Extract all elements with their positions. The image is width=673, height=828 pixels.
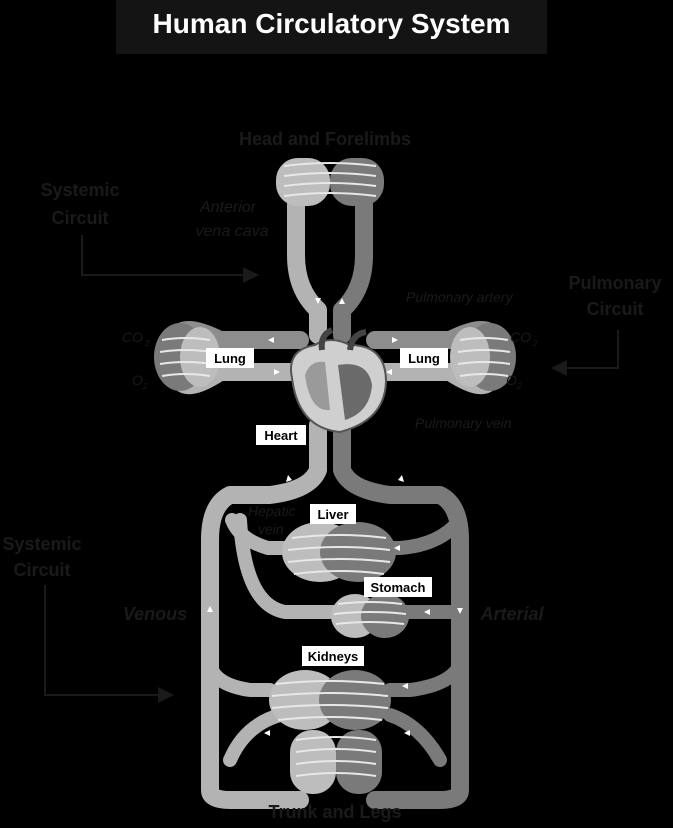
head-capillaries: [276, 158, 384, 206]
liver-capillaries: [282, 522, 396, 582]
kidney-vein-lower: [230, 715, 280, 760]
label-hepatic-vein-2: vein: [258, 521, 284, 537]
o2-right-sub: 2: [516, 382, 522, 391]
co2-right: CO: [510, 329, 531, 345]
label-systemic-top-2: Circuit: [51, 208, 108, 228]
label-systemic-left-2: Circuit: [13, 560, 70, 580]
callout-arrows: [45, 235, 618, 695]
kidney-artery: [390, 665, 460, 690]
co2-right-sub: 2: [532, 339, 538, 348]
kidney-capillaries: [269, 670, 391, 730]
kidney-vein: [210, 665, 270, 690]
trunk-capillaries: [290, 730, 382, 794]
label-venous: Venous: [123, 604, 187, 624]
label-lung-left: Lung: [214, 351, 246, 366]
pulmonary-arrow: [555, 330, 618, 368]
arrow-left-trunk: [264, 730, 270, 736]
label-lung-right: Lung: [408, 351, 440, 366]
label-pulmonary-2: Circuit: [586, 299, 643, 319]
co2-left-sub: 2: [144, 339, 150, 348]
label-stomach: Stomach: [371, 580, 426, 595]
label-hepatic-vein-1: Hepatic: [248, 503, 295, 519]
label-pulmonary-1: Pulmonary: [568, 273, 661, 293]
systemic-left-arrow: [45, 585, 170, 695]
label-anterior-vc-1: Anterior: [199, 199, 257, 216]
label-pulmonary-vein: Pulmonary vein: [415, 415, 512, 431]
co2-left: CO: [122, 329, 143, 345]
stomach-capillaries: [331, 594, 409, 638]
arrow-up-venous: [286, 475, 292, 482]
label-head: Head and Forelimbs: [239, 129, 411, 149]
arrow-down-aorta: [398, 475, 404, 482]
label-pulmonary-artery: Pulmonary artery: [406, 289, 514, 305]
label-kidneys: Kidneys: [308, 649, 359, 664]
label-liver: Liver: [317, 507, 348, 522]
anterior-vena-cava: [296, 195, 318, 335]
label-anterior-vc-2: vena cava: [196, 223, 269, 240]
label-systemic-top-1: Systemic: [40, 180, 119, 200]
label-trunk: Trunk and Legs: [268, 802, 401, 822]
head-artery: [342, 195, 364, 335]
o2-left: O: [132, 372, 143, 388]
systemic-top-arrow: [82, 235, 255, 275]
label-systemic-left-1: Systemic: [2, 534, 81, 554]
o2-left-sub: 2: [142, 382, 148, 391]
gas-left: CO 2 O 2: [122, 329, 150, 391]
kidney-artery-lower: [390, 715, 440, 760]
o2-right: O: [506, 372, 517, 388]
label-heart: Heart: [264, 428, 298, 443]
label-arterial: Arterial: [479, 604, 544, 624]
